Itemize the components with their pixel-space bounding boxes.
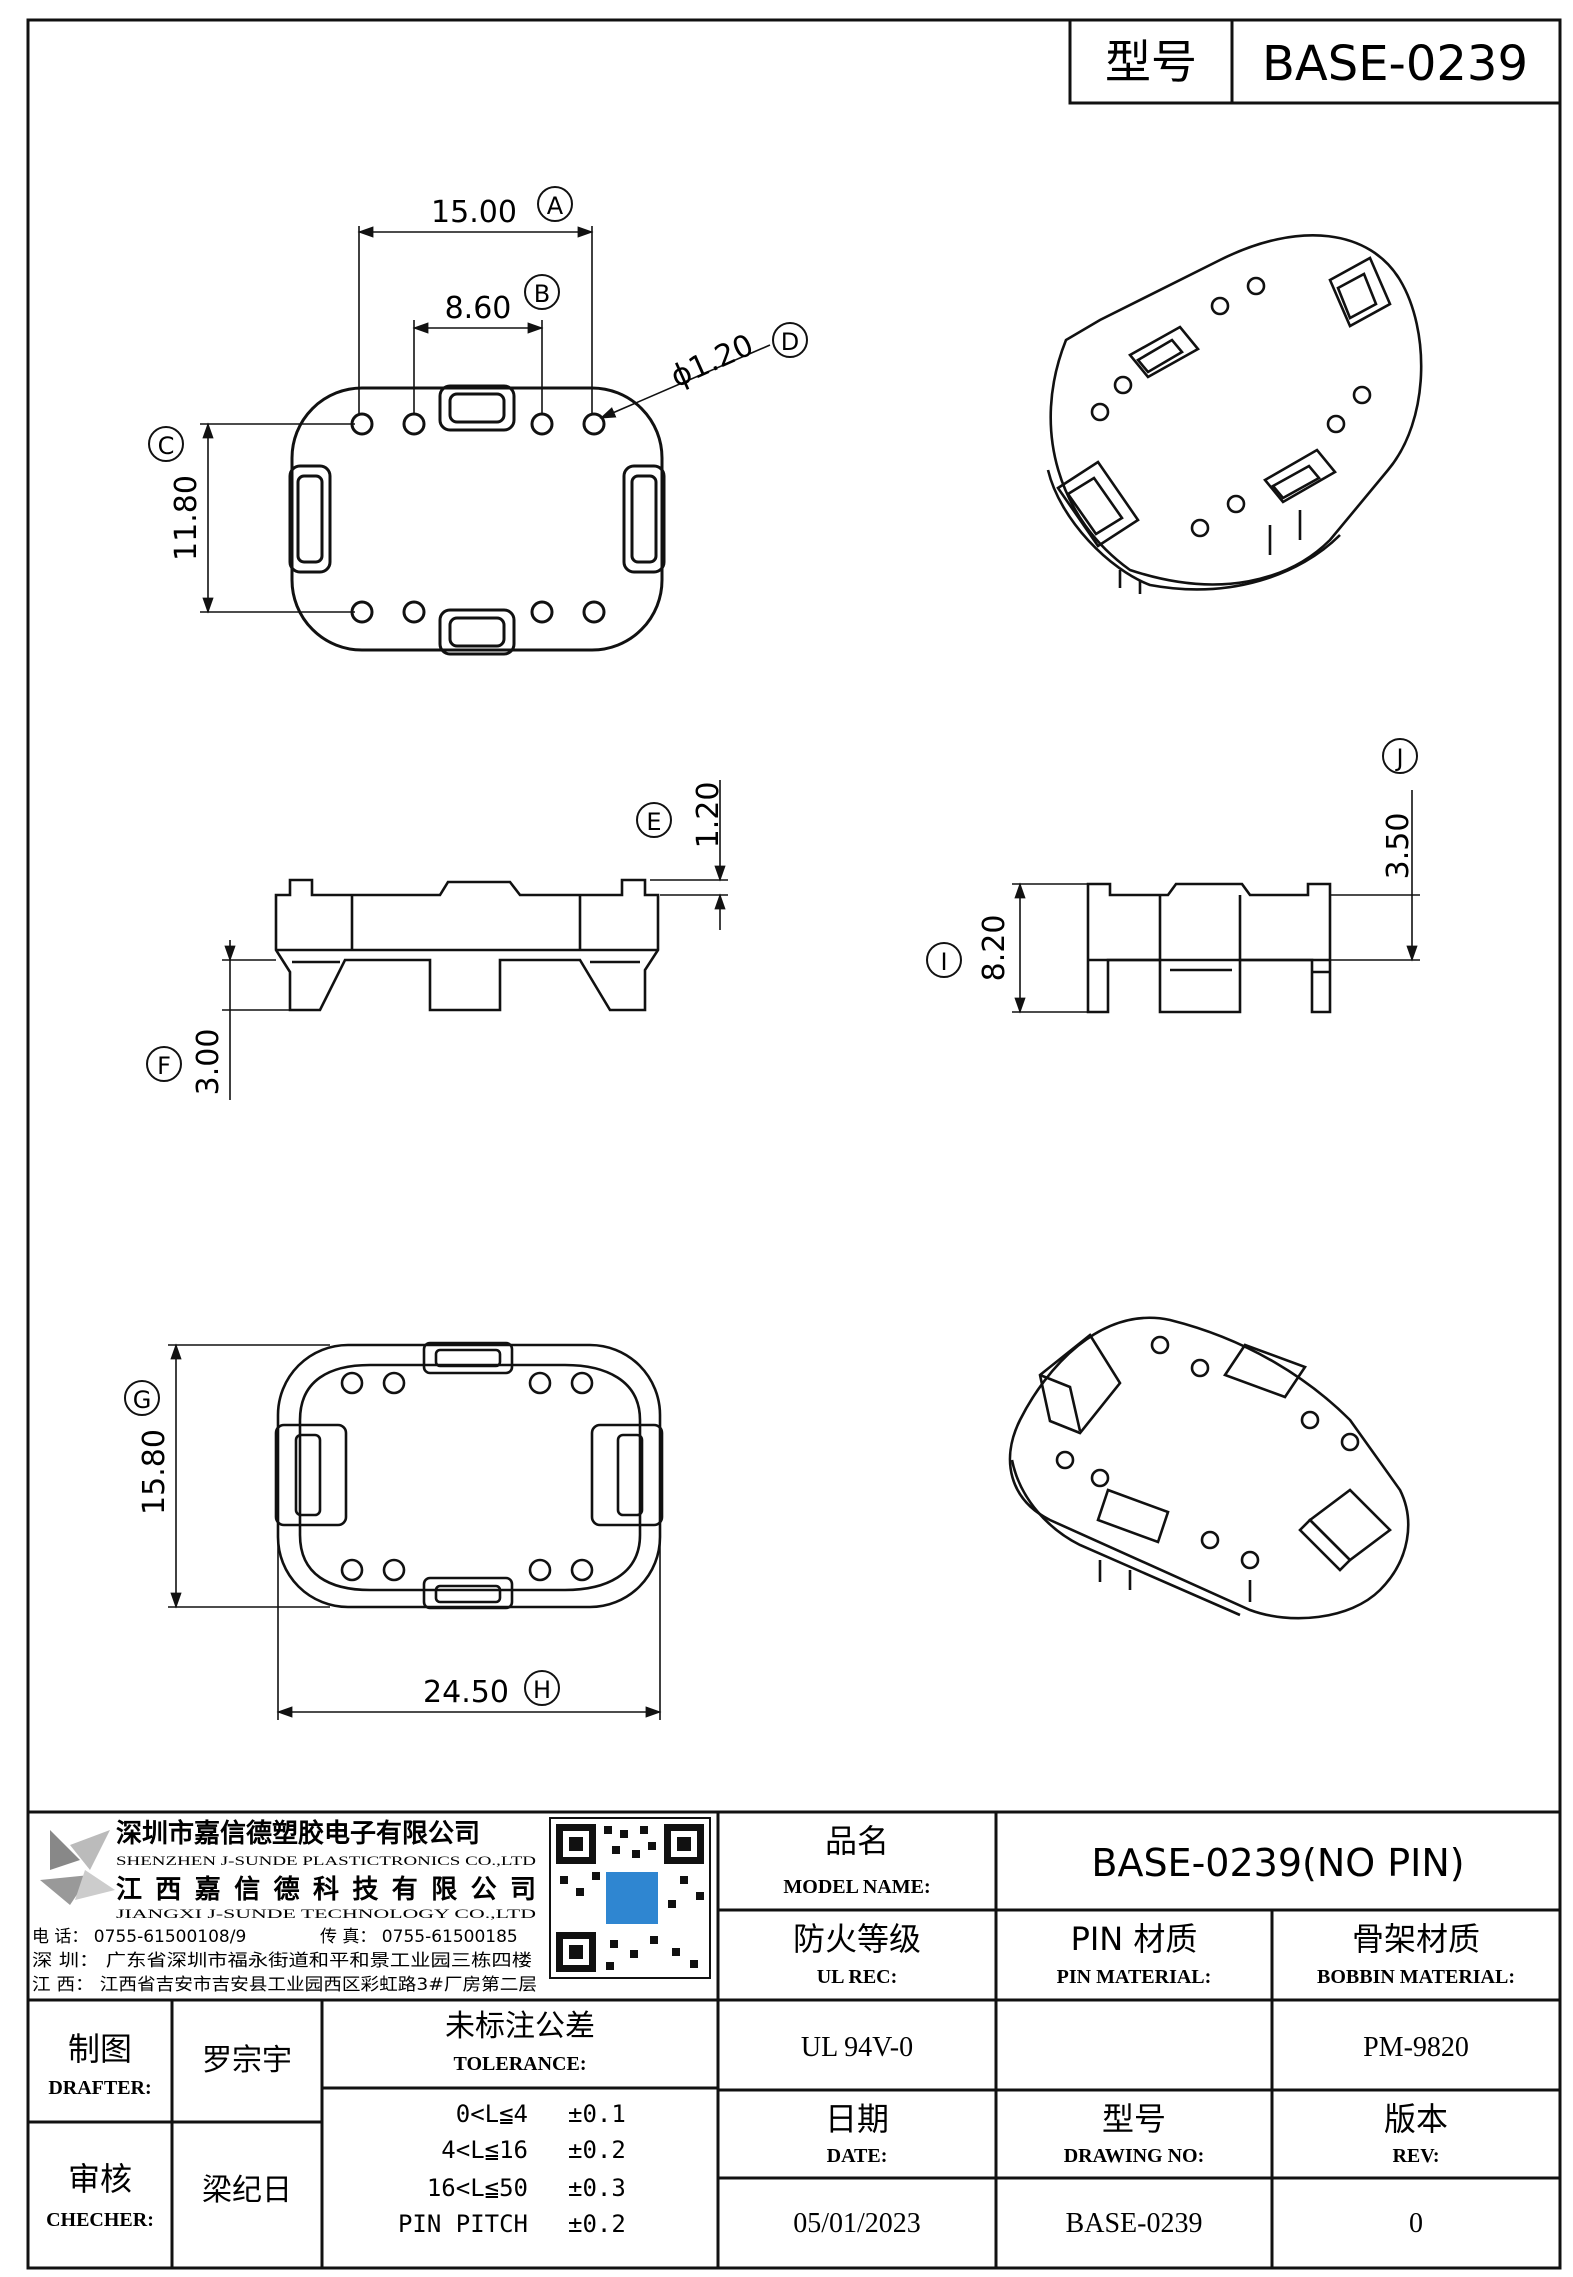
company-name-cn-2: 江西嘉信德科技有限公司 [116, 1875, 536, 1905]
checker-cn: 审核 [68, 2160, 132, 2198]
dim-f-value: 3.00 [191, 1029, 226, 1096]
drafter-en: DRAFTER: [48, 2077, 151, 2099]
tolerance-value: ±0.1 [568, 2100, 626, 2128]
bottom-view [274, 1341, 664, 1610]
drafter-cn: 制图 [68, 2030, 132, 2068]
header-model-box: 型号 BASE-0239 [1068, 18, 1562, 105]
iso-view-top [1046, 234, 1423, 594]
qr-code [549, 1817, 711, 1979]
tolerance-range: 4<L≦16 [441, 2136, 528, 2164]
drawing-no-value: BASE-0239 [1066, 2208, 1203, 2239]
dim-d-letter: D [781, 328, 799, 356]
tolerance-en: TOLERANCE: [454, 2053, 587, 2075]
pin-material-cn: PIN 材质 [1071, 1920, 1198, 1958]
dim-j-value: 3.50 [1381, 813, 1416, 880]
drawing-no-cn: 型号 [1102, 2100, 1166, 2138]
company-logo [40, 1830, 115, 1905]
pin-material-en: PIN MATERIAL: [1057, 1966, 1212, 1988]
dim-g-letter: G [133, 1386, 152, 1414]
tolerance-value: ±0.2 [568, 2210, 626, 2238]
model-name-cn: 品名 [825, 1822, 889, 1860]
dim-e-value: 1.20 [691, 782, 726, 849]
model-name-en: MODEL NAME: [783, 1876, 930, 1898]
company-fax: 传 真： 0755-61500185 [320, 1927, 518, 1947]
dim-b-letter: B [534, 280, 550, 308]
ul-rec-cn: 防火等级 [793, 1920, 921, 1958]
company-name-cn-1: 深圳市嘉信德塑胶电子有限公司 [116, 1818, 480, 1849]
checker-name: 梁纪日 [202, 2173, 292, 2208]
dim-g-value: 15.80 [137, 1429, 172, 1515]
drafter-name: 罗宗宇 [202, 2043, 292, 2078]
bobbin-material-en: BOBBIN MATERIAL: [1317, 1966, 1515, 1988]
title-block [28, 1810, 1560, 2268]
dim-c-letter: C [158, 432, 175, 460]
rev-cn: 版本 [1384, 2100, 1448, 2138]
date-en: DATE: [827, 2145, 888, 2167]
side-view [1086, 882, 1332, 1014]
front-view-outline [274, 878, 660, 1012]
top-view-holes [350, 412, 606, 624]
dim-c-value: 11.80 [169, 475, 204, 561]
ul-rec-value: UL 94V-0 [801, 2032, 913, 2063]
company-address-jx: 江 西： 江西省吉安市吉安县工业园西区彩虹路3#厂房第二层 [32, 1975, 537, 1995]
company-name-en-2: JIANGXI J-SUNDE TECHNOLOGY CO.,LTD [116, 1906, 536, 1921]
dim-a-letter: A [547, 192, 564, 220]
tolerance-table: 0<L≦4 ±0.1 4<L≦16 ±0.2 16<L≦50 ±0.3 PIN … [398, 2100, 626, 2238]
side-view-outline [1086, 882, 1332, 1014]
tolerance-cn: 未标注公差 [445, 2009, 595, 2044]
tolerance-range: PIN PITCH [398, 2210, 528, 2238]
bobbin-material-cn: 骨架材质 [1352, 1920, 1480, 1958]
bottom-view-outline [276, 1343, 662, 1609]
ul-rec-en: UL REC: [817, 1966, 898, 1988]
header-model-label: 型号 [1105, 35, 1197, 89]
dim-e-letter: E [646, 808, 661, 836]
company-address-sz: 深 圳： 广东省深圳市福永街道和平和景工业园三栋四楼 [32, 1951, 532, 1971]
dim-a-value: 15.00 [431, 195, 517, 230]
dim-i-value: 8.20 [977, 915, 1012, 982]
drawing-no-en: DRAWING NO: [1064, 2145, 1205, 2167]
top-view [288, 384, 666, 656]
bobbin-material-value: PM-9820 [1363, 2032, 1469, 2063]
tolerance-value: ±0.3 [568, 2174, 626, 2202]
company-name-en-1: SHENZHEN J-SUNDE PLASTICTRONICS CO.,LTD [116, 1853, 536, 1868]
model-name-value: BASE-0239(NO PIN) [1091, 1841, 1464, 1885]
dim-i-letter: I [940, 948, 947, 976]
sheet-border [26, 18, 1562, 2270]
iso-view-bottom [1008, 1316, 1410, 1620]
date-value: 05/01/2023 [793, 2208, 921, 2239]
front-view [274, 878, 660, 1012]
header-model-value: BASE-0239 [1262, 36, 1528, 92]
dim-d-value: ϕ1.20 [665, 328, 758, 395]
company-phone: 电 话： 0755-61500108/9 [32, 1927, 246, 1947]
dim-f-letter: F [157, 1052, 171, 1080]
dim-h-value: 24.50 [423, 1675, 509, 1710]
rev-value: 0 [1409, 2208, 1423, 2239]
tolerance-range: 0<L≦4 [456, 2100, 528, 2128]
tolerance-range: 16<L≦50 [427, 2174, 528, 2202]
date-cn: 日期 [825, 2100, 889, 2138]
tolerance-value: ±0.2 [568, 2136, 626, 2164]
top-view-outline [290, 386, 664, 652]
dim-b-value: 8.60 [445, 291, 512, 326]
dim-j-letter: J [1394, 744, 1403, 772]
checker-en: CHECHER: [46, 2209, 154, 2231]
dim-h-letter: H [533, 1676, 551, 1704]
rev-en: REV: [1392, 2145, 1439, 2167]
